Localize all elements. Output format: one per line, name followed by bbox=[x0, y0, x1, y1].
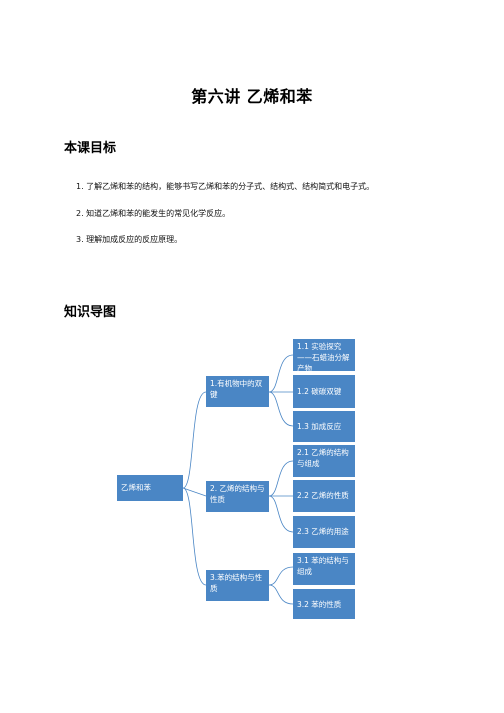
mind-map-leaf-1-1: 1.1 实验探究——石蜡油分解产物 bbox=[293, 339, 355, 371]
mind-map-leaf-1-3: 1.3 加成反应 bbox=[293, 411, 355, 442]
objective-item-3: 3. 理解加成反应的反应原理。 bbox=[76, 235, 183, 244]
objective-item-1: 1. 了解乙烯和苯的结构，能够书写乙烯和苯的分子式、结构式、结构简式和电子式。 bbox=[76, 182, 375, 191]
mind-map-leaf-2-2: 2.2 乙烯的性质 bbox=[293, 480, 355, 512]
mind-map-root: 乙烯和苯 bbox=[117, 475, 183, 501]
mind-map-branch-2: 2. 乙烯的结构与性质 bbox=[206, 481, 269, 512]
mind-map-leaf-3-1: 3.1 苯的结构与组成 bbox=[293, 553, 355, 585]
mind-map-leaf-2-3: 2.3 乙烯的用途 bbox=[293, 516, 355, 548]
page-title: 第六讲 乙烯和苯 bbox=[191, 87, 313, 106]
mind-map-branch-3: 3.苯的结构与性质 bbox=[206, 570, 269, 601]
objectives-heading: 本课目标 bbox=[64, 141, 117, 156]
mind-map-branch-1: 1.有机物中的双键 bbox=[206, 376, 269, 407]
mind-map-leaf-3-2: 3.2 苯的性质 bbox=[293, 589, 355, 619]
mind-map-leaf-1-2: 1.2 碳碳双键 bbox=[293, 375, 355, 408]
objective-item-2: 2. 知道乙烯和苯的能发生的常见化学反应。 bbox=[76, 209, 231, 218]
mind-map-leaf-2-1: 2.1 乙烯的结构与组成 bbox=[293, 445, 355, 477]
mindmap-heading: 知识导图 bbox=[64, 305, 117, 320]
